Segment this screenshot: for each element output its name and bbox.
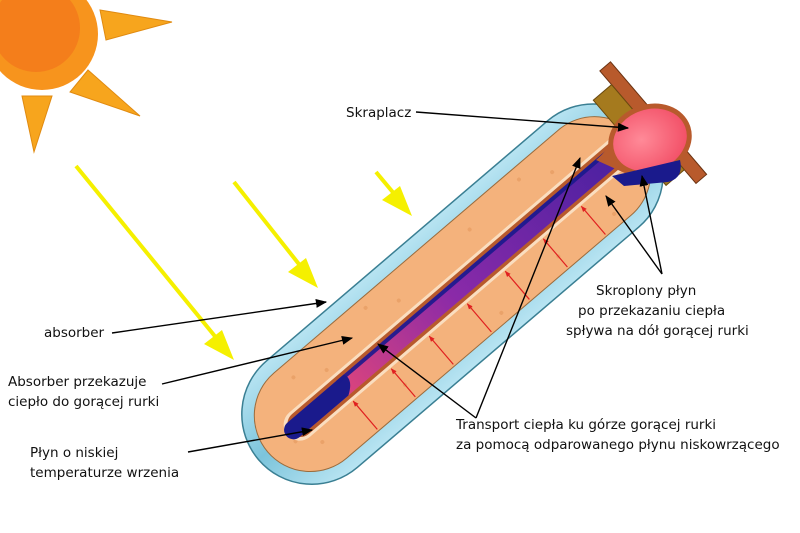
- label-absorber: absorber: [44, 325, 105, 341]
- label-transport-line2: za pomocą odparowanego płynu niskowrzące…: [456, 437, 780, 453]
- label-transport-line1: Transport ciepła ku górze gorącej rurki: [455, 417, 716, 433]
- liquid-pool: [284, 374, 351, 440]
- label-condensed-line1: Skroplony płyn: [596, 283, 696, 299]
- label-condensed-line2: po przekazaniu ciepła: [578, 303, 725, 319]
- sunlight-rays: [74, 164, 412, 360]
- leader-lines: [111, 111, 663, 453]
- label-condensed-line3: spływa na dół gorącej rurki: [566, 323, 749, 339]
- condenser-bulb: [596, 103, 692, 186]
- label-fluid-line1: Płyn o niskiej: [30, 445, 118, 461]
- label-heat-transfer-line2: ciepło do gorącej rurki: [8, 394, 159, 410]
- label-heat-transfer-line1: Absorber przekazuje: [8, 374, 146, 390]
- label-condenser: Skraplacz: [346, 105, 411, 121]
- label-fluid-line2: temperaturze wrzenia: [30, 465, 179, 481]
- collector-tube: [241, 61, 708, 486]
- sun-icon: [0, 0, 173, 154]
- heat-pipe-vapor: [291, 125, 649, 434]
